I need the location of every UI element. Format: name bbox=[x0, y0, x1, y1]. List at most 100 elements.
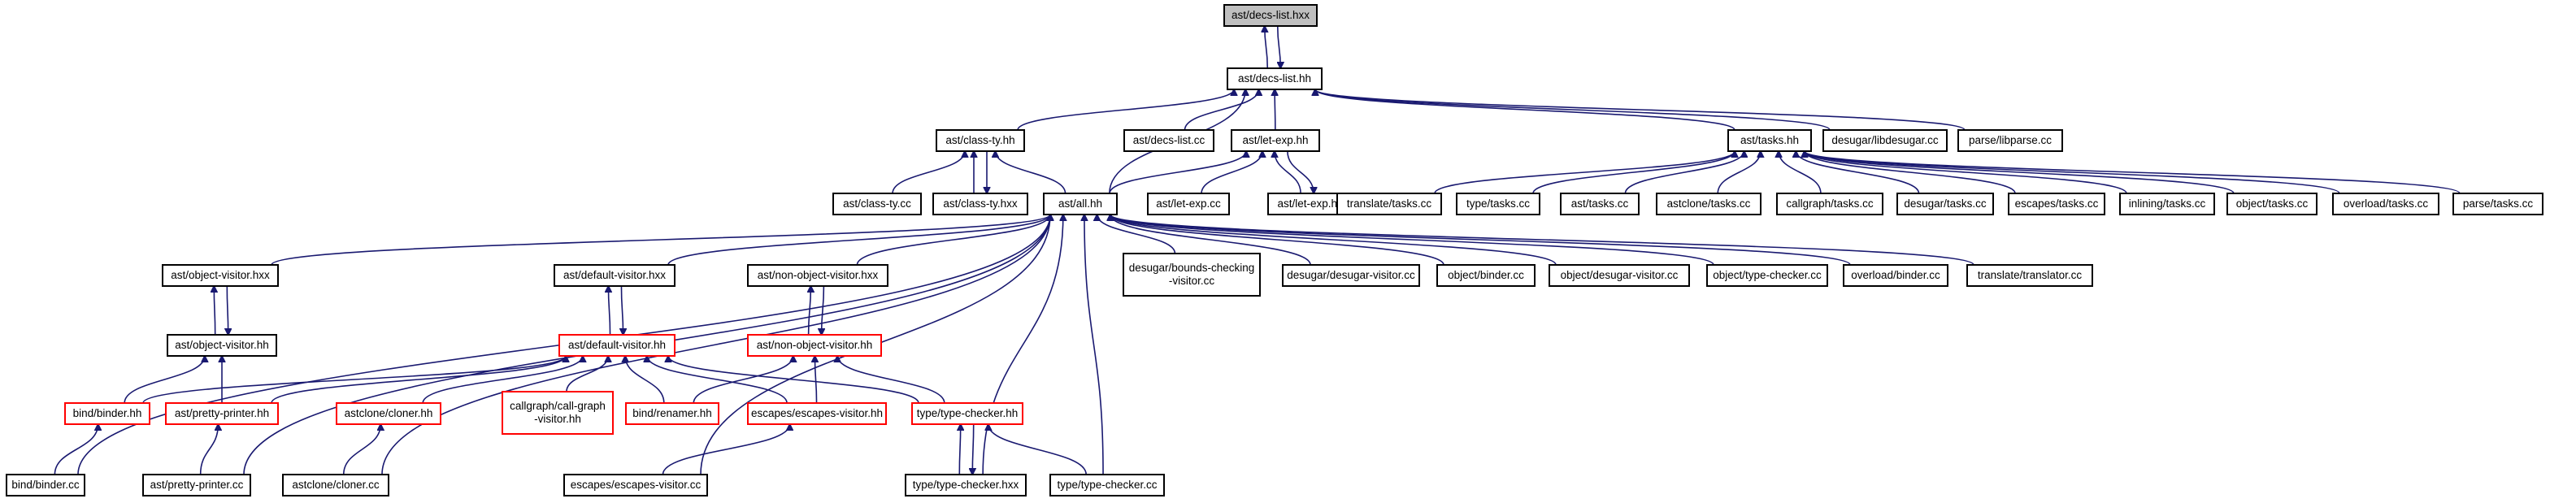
node-object-visitor-hxx[interactable]: ast/object-visitor.hxx bbox=[162, 264, 279, 287]
edge-escapes_visitor_hh-to-default_visitor_hh bbox=[647, 356, 788, 404]
node-label: ast/tasks.hh bbox=[1740, 134, 1799, 146]
node-box bbox=[1049, 474, 1165, 496]
node-box bbox=[625, 402, 719, 425]
node-box bbox=[1231, 129, 1320, 152]
node-decs-list-hxx[interactable]: ast/decs-list.hxx bbox=[1223, 4, 1318, 27]
node-object-type-checker[interactable]: object/type-checker.cc bbox=[1706, 264, 1828, 287]
node-escapes-visitor-hh[interactable]: escapes/escapes-visitor.hh bbox=[747, 402, 887, 425]
node-label: ast/let-exp.hh bbox=[1242, 134, 1308, 146]
node-box bbox=[2226, 193, 2318, 215]
node-object-visitor-hh[interactable]: ast/object-visitor.hh bbox=[167, 334, 277, 357]
node-cloner-hh[interactable]: astclone/cloner.hh bbox=[336, 402, 441, 425]
node-label: ast/object-visitor.hh bbox=[175, 339, 269, 351]
node-label: desugar/desugar-visitor.cc bbox=[1287, 269, 1415, 281]
edge-translate_tasks-to-tasks_hh bbox=[1434, 151, 1735, 194]
node-desugar-tasks[interactable]: desugar/tasks.cc bbox=[1896, 193, 1994, 215]
node-label: bind/binder.hh bbox=[73, 407, 142, 419]
node-class-ty-hh[interactable]: ast/class-ty.hh bbox=[936, 129, 1025, 152]
node-bounds-checking[interactable]: desugar/bounds-checking-visitor.cc bbox=[1123, 253, 1261, 297]
node-decs-list-hh[interactable]: ast/decs-list.hh bbox=[1227, 67, 1323, 90]
node-default-visitor-hh[interactable]: ast/default-visitor.hh bbox=[558, 334, 675, 357]
node-type-checker-hxx[interactable]: type/type-checker.hxx bbox=[905, 474, 1027, 496]
node-cloner-cc[interactable]: astclone/cloner.cc bbox=[282, 474, 389, 496]
node-pretty-printer-hh[interactable]: ast/pretty-printer.hh bbox=[165, 402, 279, 425]
edge-object_type_checker-to-all_hh bbox=[1110, 215, 1714, 266]
node-type-checker-hh[interactable]: type/type-checker.hh bbox=[911, 402, 1023, 425]
node-call-graph-visitor[interactable]: callgraph/call-graph-visitor.hh bbox=[502, 391, 614, 435]
node-non-object-visitor-hh[interactable]: ast/non-object-visitor.hh bbox=[747, 334, 882, 357]
node-box bbox=[1336, 193, 1442, 215]
node-type-checker-cc[interactable]: type/type-checker.cc bbox=[1049, 474, 1165, 496]
node-box bbox=[905, 474, 1027, 496]
node-label: callgraph/call-graph-visitor.hh bbox=[510, 400, 606, 425]
node-let-exp-cc[interactable]: ast/let-exp.cc bbox=[1147, 193, 1230, 215]
node-overload-tasks[interactable]: overload/tasks.cc bbox=[2332, 193, 2439, 215]
node-parse-tasks[interactable]: parse/tasks.cc bbox=[2452, 193, 2543, 215]
edge-escapes_visitor_hh-to-non_object_visitor_hh bbox=[815, 356, 816, 404]
node-default-visitor-hxx[interactable]: ast/default-visitor.hxx bbox=[554, 264, 675, 287]
edge-tasks_hh-to-decs_list_hh bbox=[1315, 89, 1735, 131]
node-decs-list-cc[interactable]: ast/decs-list.cc bbox=[1123, 129, 1214, 152]
node-pretty-printer-cc[interactable]: ast/pretty-printer.cc bbox=[142, 474, 251, 496]
node-label: astclone/cloner.hh bbox=[345, 407, 433, 419]
edge-cloner_cc-to-cloner_hh bbox=[342, 424, 381, 475]
node-box bbox=[832, 193, 922, 215]
node-renamer[interactable]: bind/renamer.hh bbox=[625, 402, 719, 425]
edge-non_object_visitor_hxx-to-non_object_visitor_hh bbox=[822, 285, 824, 335]
node-label: inlining/tasks.cc bbox=[2129, 197, 2206, 210]
dependency-edges bbox=[54, 26, 2461, 475]
node-box bbox=[1957, 129, 2063, 152]
edge-non_object_visitor_hxx-to-all_hh bbox=[856, 215, 1050, 266]
node-label: parse/libparse.cc bbox=[1969, 134, 2052, 146]
edge-astclone_tasks-to-tasks_hh bbox=[1717, 151, 1761, 194]
node-bind-binder-hh[interactable]: bind/binder.hh bbox=[64, 402, 150, 425]
node-class-ty-cc[interactable]: ast/class-ty.cc bbox=[832, 193, 922, 215]
node-non-object-visitor-hxx[interactable]: ast/non-object-visitor.hxx bbox=[747, 264, 888, 287]
edge-libparse-to-decs_list_hh bbox=[1315, 89, 1966, 131]
node-bind-binder-cc[interactable]: bind/binder.cc bbox=[6, 474, 85, 496]
node-libdesugar[interactable]: desugar/libdesugar.cc bbox=[1822, 129, 1948, 152]
node-label: type/tasks.cc bbox=[1466, 197, 1530, 210]
node-object-tasks[interactable]: object/tasks.cc bbox=[2226, 193, 2318, 215]
node-box bbox=[1123, 129, 1214, 152]
node-escapes-tasks[interactable]: escapes/tasks.cc bbox=[2008, 193, 2105, 215]
node-ast-tasks[interactable]: ast/tasks.cc bbox=[1560, 193, 1640, 215]
edge-bounds_checking-to-all_hh bbox=[1097, 215, 1176, 254]
node-box bbox=[502, 391, 614, 435]
node-overload-binder[interactable]: overload/binder.cc bbox=[1843, 264, 1948, 287]
node-object-desugar-visitor[interactable]: object/desugar-visitor.cc bbox=[1549, 264, 1690, 287]
node-astclone-tasks[interactable]: astclone/tasks.cc bbox=[1656, 193, 1761, 215]
node-type-tasks[interactable]: type/tasks.cc bbox=[1456, 193, 1540, 215]
node-box bbox=[554, 264, 675, 287]
edge-type_checker_cc-to-type_checker_hh bbox=[988, 424, 1087, 475]
edge-inlining_tasks-to-tasks_hh bbox=[1805, 151, 2127, 194]
node-label: escapes/escapes-visitor.cc bbox=[571, 479, 702, 491]
node-object-binder[interactable]: object/binder.cc bbox=[1436, 264, 1536, 287]
node-box bbox=[747, 402, 887, 425]
node-callgraph-tasks[interactable]: callgraph/tasks.cc bbox=[1776, 193, 1883, 215]
node-all-hh[interactable]: ast/all.hh bbox=[1043, 193, 1118, 215]
node-label: ast/tasks.cc bbox=[1571, 197, 1629, 210]
node-box bbox=[167, 334, 277, 357]
node-let-exp-hh[interactable]: ast/let-exp.hh bbox=[1231, 129, 1320, 152]
node-escapes-visitor-cc[interactable]: escapes/escapes-visitor.cc bbox=[563, 474, 708, 496]
node-class-ty-hxx[interactable]: ast/class-ty.hxx bbox=[932, 193, 1028, 215]
node-label: astclone/tasks.cc bbox=[1667, 197, 1751, 210]
edge-class_ty_cc-to-class_ty_hh bbox=[892, 151, 965, 194]
edge-object_binder-to-all_hh bbox=[1110, 215, 1444, 266]
node-box bbox=[142, 474, 251, 496]
node-translator[interactable]: translate/translator.cc bbox=[1966, 264, 2093, 287]
node-box bbox=[1822, 129, 1948, 152]
node-tasks-hh[interactable]: ast/tasks.hh bbox=[1727, 129, 1812, 152]
node-libparse[interactable]: parse/libparse.cc bbox=[1957, 129, 2063, 152]
node-inlining-tasks[interactable]: inlining/tasks.cc bbox=[2119, 193, 2215, 215]
node-box bbox=[162, 264, 279, 287]
edge-escapes_tasks-to-tasks_hh bbox=[1805, 151, 2016, 194]
node-translate-tasks[interactable]: translate/tasks.cc bbox=[1336, 193, 1442, 215]
node-box bbox=[1896, 193, 1994, 215]
node-box bbox=[1776, 193, 1883, 215]
node-box bbox=[1656, 193, 1761, 215]
node-desugar-visitor[interactable]: desugar/desugar-visitor.cc bbox=[1282, 264, 1420, 287]
node-box bbox=[1549, 264, 1690, 287]
